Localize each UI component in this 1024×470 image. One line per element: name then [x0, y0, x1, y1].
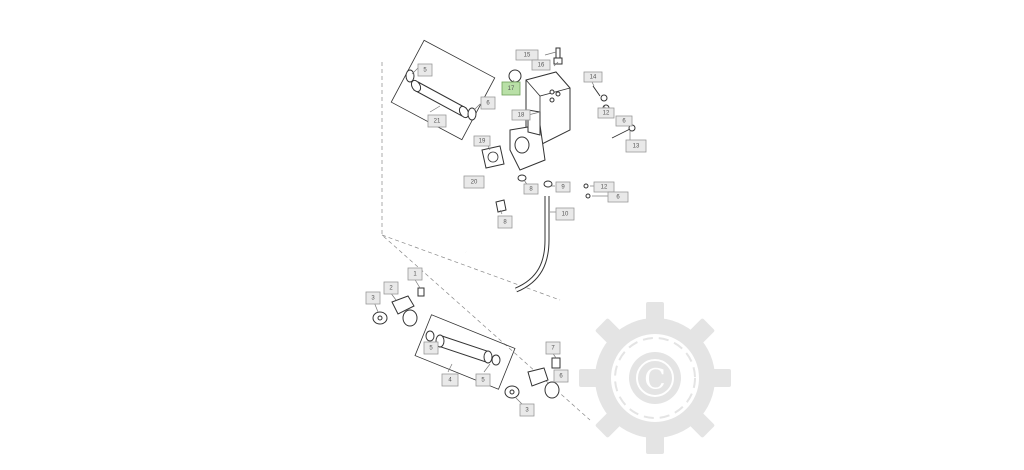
callout-number: 19: [479, 139, 486, 145]
callout-3: 3: [365, 291, 381, 305]
callout-number: 9: [561, 185, 565, 191]
callout-2: 2: [383, 281, 399, 295]
callout-6: 6: [607, 191, 629, 203]
callout-number: 13: [633, 144, 640, 150]
callout-number: 16: [538, 63, 545, 69]
callout-number: 3: [525, 408, 529, 414]
callout-9: 9: [555, 181, 571, 193]
cooler-housing-18: [509, 71, 571, 171]
callout-number: 12: [601, 185, 608, 191]
callout-number: 8: [529, 187, 533, 193]
callout-6: 6: [553, 369, 569, 383]
lower-assembly: [372, 287, 561, 399]
assembly-guide-lines: [381, 62, 591, 421]
callout-number: 8: [503, 220, 507, 226]
gear-logo-icon: C: [579, 302, 731, 454]
callout-number: 14: [590, 75, 597, 81]
callout-15: 15: [515, 49, 539, 61]
callout-number: 20: [471, 180, 478, 186]
callout-4: 4: [441, 373, 459, 387]
callout-number: 4: [448, 378, 452, 384]
callout-number: 10: [562, 212, 569, 218]
callout-number: 6: [616, 195, 620, 201]
callout-13: 13: [625, 139, 647, 153]
callout-20: 20: [463, 175, 485, 189]
callout-number: 2: [389, 286, 393, 292]
callout-5: 5: [423, 341, 439, 355]
callout-6: 6: [615, 115, 633, 127]
callout-21: 21: [427, 114, 447, 128]
callout-5: 5: [475, 373, 491, 387]
callout-8: 8: [523, 183, 539, 195]
callout-number: 1: [413, 272, 417, 278]
callout-number: 5: [423, 68, 427, 74]
callout-5: 5: [417, 63, 433, 77]
callout-17: 17: [501, 81, 521, 96]
callout-number: 12: [603, 111, 610, 117]
callout-7: 7: [545, 341, 561, 355]
callout-number: 6: [559, 374, 563, 380]
watermark-letter: C: [644, 363, 665, 396]
callout-number: 17: [508, 86, 515, 92]
callout-number: 6: [622, 119, 626, 125]
callout-number: 15: [524, 53, 531, 59]
callout-number: 3: [371, 296, 375, 302]
callout-16: 16: [531, 59, 551, 71]
callout-number: 5: [429, 346, 433, 352]
callout-14: 14: [583, 71, 603, 83]
callout-19: 19: [473, 135, 491, 147]
upper-assembly: [390, 39, 636, 293]
callout-10: 10: [555, 207, 575, 221]
callout-number: 6: [486, 101, 490, 107]
callout-18: 18: [511, 109, 531, 121]
callout-12: 12: [597, 107, 615, 119]
callout-number: 7: [551, 346, 555, 352]
callout-3: 3: [519, 403, 535, 417]
callout-number: 5: [481, 378, 485, 384]
cap-17: [508, 69, 522, 83]
callout-6: 6: [480, 96, 496, 110]
callout-number: 21: [434, 119, 441, 125]
callout-8: 8: [497, 215, 513, 229]
callout-1: 1: [407, 267, 423, 281]
callout-12: 12: [593, 181, 615, 193]
callout-number: 18: [518, 113, 525, 119]
